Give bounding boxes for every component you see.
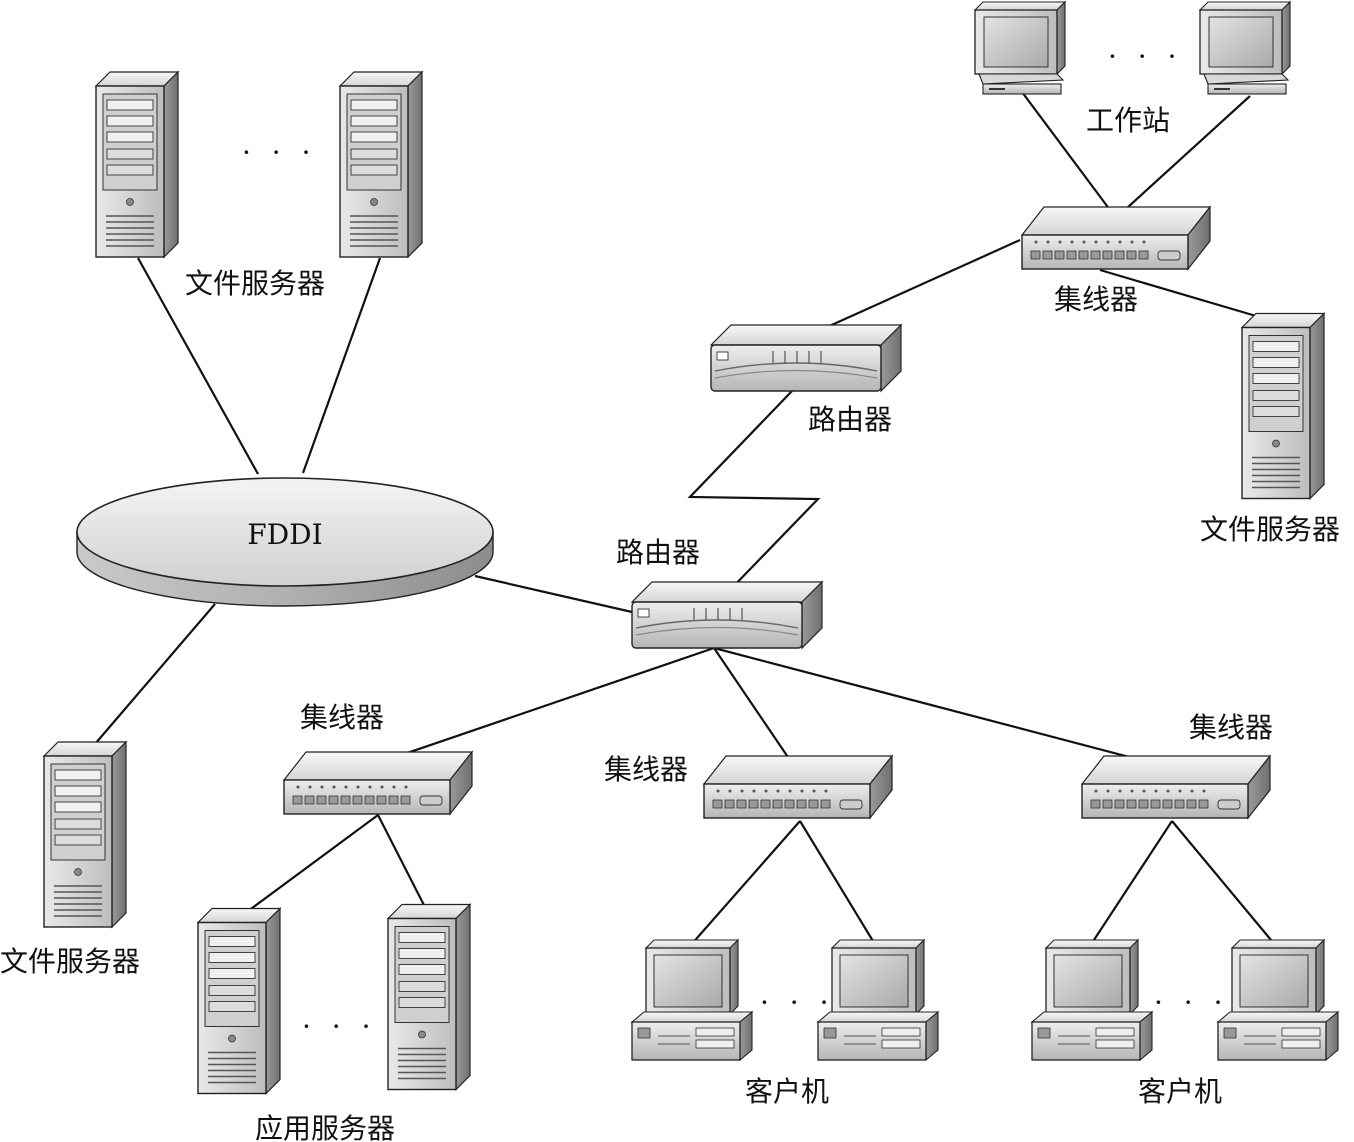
link-ws1-hub-top (1021, 91, 1117, 219)
fddi-label: FDDI (247, 518, 322, 551)
label-hub-left: 集线器 (300, 701, 384, 734)
label-file-server-top: 文件服务器 (185, 267, 325, 300)
hub-left (283, 751, 473, 815)
link-ring-server-left (94, 603, 216, 745)
router-middle (631, 581, 823, 649)
app-server-2 (387, 903, 471, 1091)
file-server-right (1241, 312, 1325, 500)
link-hub-mid-client-1 (689, 820, 801, 947)
client-mid-2 (817, 939, 939, 1061)
label-client-right: 客户机 (1138, 1075, 1222, 1108)
workstation-2 (1199, 1, 1291, 95)
link-hub-top-server-right (1099, 268, 1257, 318)
workstation-1 (974, 1, 1066, 95)
link-server-tl1-ring (137, 257, 259, 475)
link-hub-left-app-server-1 (239, 814, 379, 918)
ellipsis-clients-mid: · · · (760, 986, 835, 1019)
link-hub-mid-client-2 (799, 820, 877, 947)
link-ring-router-mid (474, 574, 633, 614)
link-router-mid-hub-mid (713, 647, 797, 770)
link-router-top-hub-top (804, 238, 1021, 339)
fddi-ring: FDDI (76, 477, 494, 607)
label-hub-mid: 集线器 (604, 753, 688, 786)
label-router-top: 路由器 (808, 403, 892, 436)
file-server-left (43, 741, 127, 928)
ellipsis-clients-right: · · · (1154, 986, 1229, 1019)
ellipses: · · · · · · · · · · · · · · · (242, 40, 1229, 1043)
hub-right (1081, 755, 1271, 819)
client-right-2 (1217, 939, 1339, 1061)
app-server-1 (197, 907, 281, 1095)
link-hub-right-client-2 (1171, 820, 1277, 947)
file-server-top-left-1 (95, 71, 179, 258)
hub-middle (703, 755, 893, 819)
label-app-server: 应用服务器 (255, 1112, 395, 1142)
hub-top (1021, 206, 1211, 270)
label-client-mid: 客户机 (745, 1075, 829, 1108)
label-hub-right: 集线器 (1189, 711, 1273, 744)
link-hub-right-client-1 (1089, 820, 1173, 947)
label-file-server-left: 文件服务器 (0, 945, 140, 978)
label-workstation: 工作站 (1086, 104, 1170, 137)
file-server-top-left-2 (339, 71, 423, 258)
label-hub-top: 集线器 (1054, 283, 1138, 316)
connections (94, 91, 1277, 947)
client-mid-1 (631, 939, 753, 1061)
ellipsis-workstations: · · · (1108, 40, 1183, 73)
link-server-tl2-ring (301, 257, 382, 474)
labels: 文件服务器 工作站 集线器 路由器 文件服务器 路由器 集线器 集线器 集线器 … (0, 104, 1340, 1142)
link-hub-left-app-server-2 (377, 814, 429, 914)
router-top (710, 324, 902, 392)
link-router-top-router-mid-zigzag (687, 390, 821, 593)
ellipsis-top-servers: · · · (242, 136, 317, 169)
link-router-mid-hub-right (713, 646, 1176, 771)
link-router-mid-hub-left (377, 646, 715, 765)
link-ws2-hub-top (1115, 95, 1251, 219)
ellipsis-app-servers: · · · (302, 1010, 377, 1043)
label-file-server-right: 文件服务器 (1200, 513, 1340, 546)
label-router-mid: 路由器 (616, 536, 700, 569)
client-right-1 (1031, 939, 1153, 1061)
